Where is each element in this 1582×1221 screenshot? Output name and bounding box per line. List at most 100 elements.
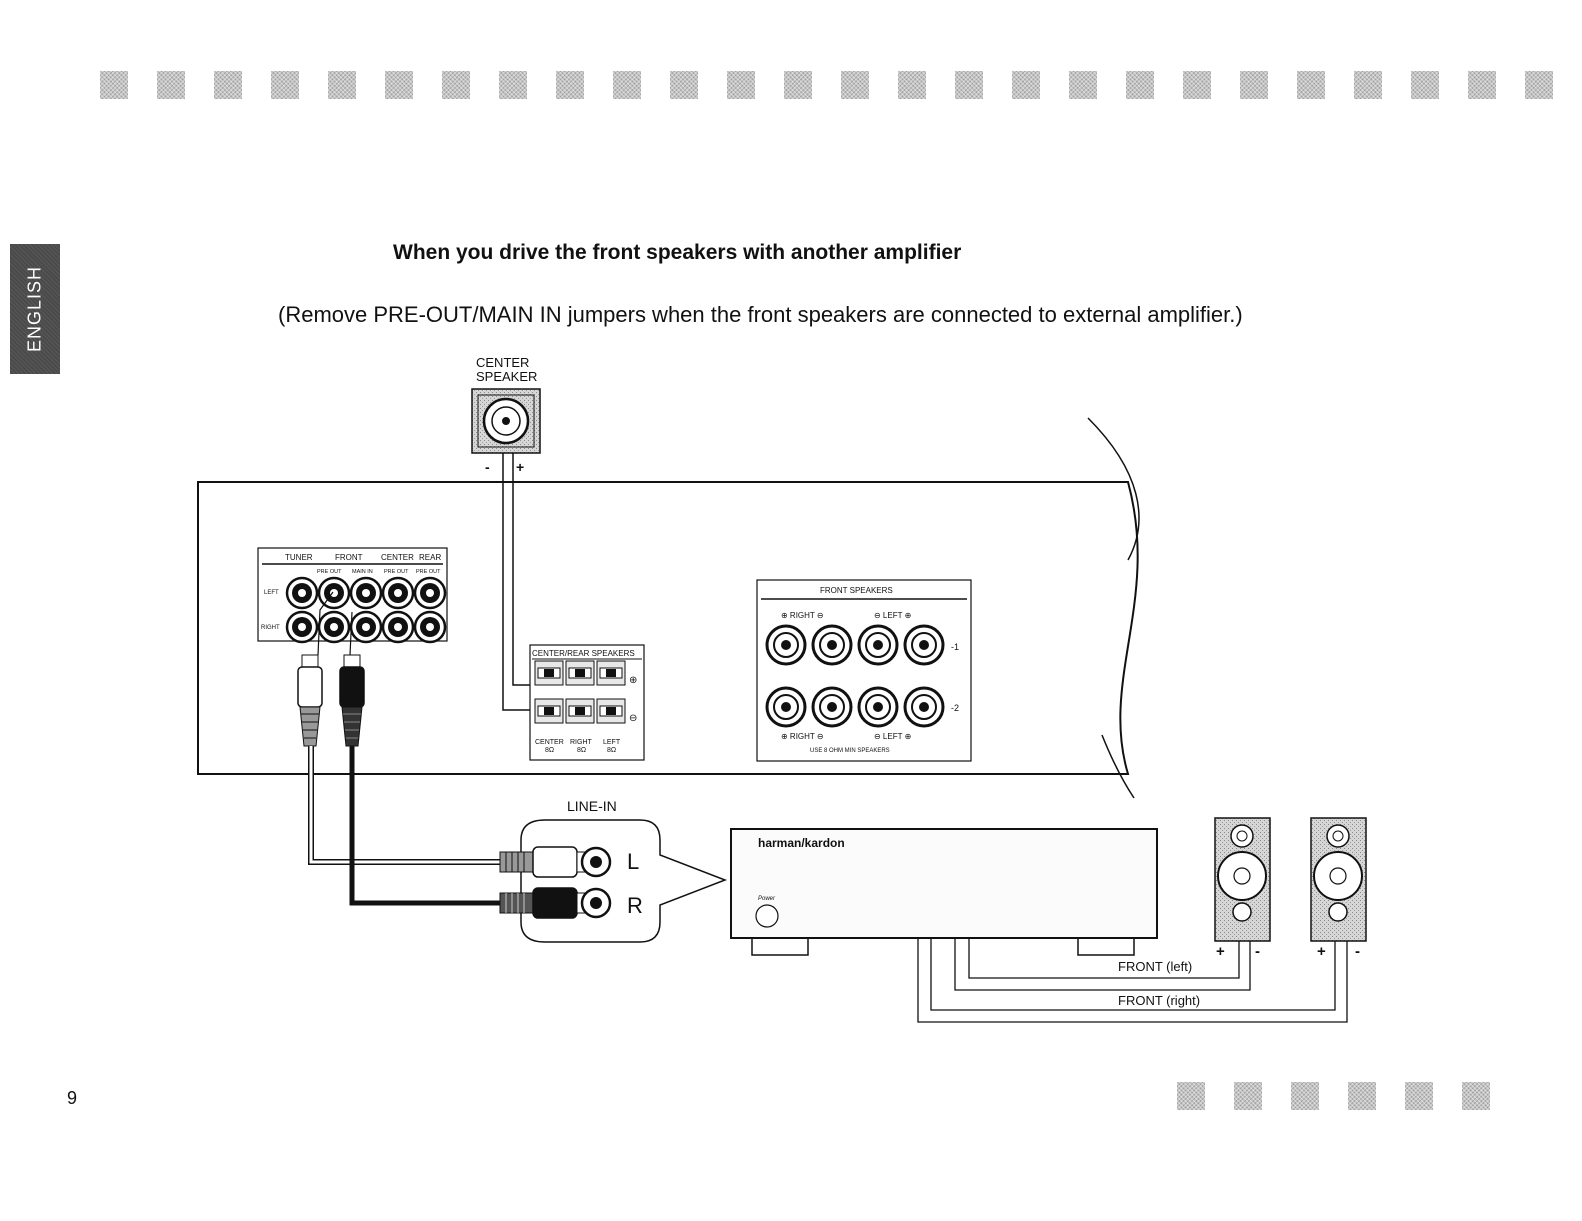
spring-terminal (565, 660, 595, 686)
center-rear-ohm-right: 8Ω (577, 747, 586, 754)
front-speakers-panel: FRONT SPEAKERS ⊕ RIGHT ⊖ ⊖ LEFT ⊕ -1 -2 … (756, 579, 972, 762)
decorative-square (1405, 1082, 1433, 1110)
decorative-square (100, 71, 128, 99)
decorative-square (328, 71, 356, 99)
spring-terminal (534, 698, 564, 724)
center-rear-speakers-panel: CENTER/REAR SPEAKERS ⊕ ⊖ CENTER RIGHT LE… (529, 644, 645, 761)
decorative-square (1291, 1082, 1319, 1110)
rca-cable-black (349, 746, 500, 906)
binding-post (765, 624, 807, 666)
decorative-square (1012, 71, 1040, 99)
rca-jack (285, 576, 319, 610)
decorative-square (499, 71, 527, 99)
rca-jack (349, 610, 383, 644)
page-subtitle: (Remove PRE-OUT/MAIN IN jumpers when the… (278, 302, 1243, 327)
preout-row-right: RIGHT (261, 625, 280, 631)
center-rear-plus: ⊕ (629, 675, 637, 686)
preout-sub-preout-rear: PRE OUT (416, 569, 441, 575)
decorative-square (1468, 71, 1496, 99)
decorative-square (442, 71, 470, 99)
binding-post (811, 624, 853, 666)
decorative-square (1411, 71, 1439, 99)
amplifier-power-label: Power (758, 896, 776, 902)
preout-row-left: LEFT (264, 590, 279, 596)
spring-terminal (596, 660, 626, 686)
decorative-square (1354, 71, 1382, 99)
center-rear-col-center: CENTER (535, 739, 564, 746)
decorative-square (1126, 71, 1154, 99)
front-speakers-row1: -1 (951, 642, 959, 652)
spring-terminal (534, 660, 564, 686)
decorative-square (670, 71, 698, 99)
line-in-plug-left (499, 846, 586, 878)
center-speaker-minus: - (485, 459, 490, 475)
spring-terminal (565, 698, 595, 724)
front-speakers-title: FRONT SPEAKERS (820, 586, 893, 595)
rca-jack (381, 610, 415, 644)
line-in-left-label: L (627, 849, 639, 874)
center-rear-col-right: RIGHT (570, 739, 593, 746)
preout-sub-preout-center: PRE OUT (384, 569, 409, 575)
decorative-square (556, 71, 584, 99)
decorative-square (841, 71, 869, 99)
decorative-square (955, 71, 983, 99)
front-speakers-bottom-right: ⊕ RIGHT ⊖ (781, 732, 824, 741)
decorative-square (727, 71, 755, 99)
decorative-square (1069, 71, 1097, 99)
front-right-speaker-plus: + (1317, 943, 1326, 960)
spring-terminal (596, 698, 626, 724)
decorative-square (157, 71, 185, 99)
front-speakers-bottom-left: ⊖ LEFT ⊕ (874, 732, 911, 741)
binding-post (857, 624, 899, 666)
rca-jack (381, 576, 415, 610)
rca-jack (413, 610, 447, 644)
center-rear-ohm-center: 8Ω (545, 747, 554, 754)
center-rear-ohm-left: 8Ω (607, 747, 616, 754)
amplifier-power-button (755, 904, 779, 928)
center-rear-minus: ⊖ (629, 713, 637, 724)
speaker-terminal-blocks (534, 660, 626, 724)
top-decorative-squares (100, 71, 1553, 99)
rca-plug-black (339, 654, 365, 747)
front-speakers-footer: USE 8 OHM MIN SPEAKERS (810, 748, 890, 754)
preout-header-front: FRONT (335, 553, 363, 562)
decorative-square (1240, 71, 1268, 99)
decorative-square (1183, 71, 1211, 99)
binding-post (857, 686, 899, 728)
front-speakers-top-right: ⊕ RIGHT ⊖ (781, 611, 824, 620)
line-in-callout: LINE-IN L R (499, 798, 728, 943)
decorative-square (1234, 1082, 1262, 1110)
decorative-square (385, 71, 413, 99)
binding-post (903, 686, 945, 728)
decorative-square (271, 71, 299, 99)
decorative-square (1348, 1082, 1376, 1110)
preout-header-tuner: TUNER (285, 553, 313, 562)
front-left-wire-label: FRONT (left) (1118, 959, 1192, 974)
binding-post (765, 686, 807, 728)
decorative-square (1525, 71, 1553, 99)
preout-sub-preout-front: PRE OUT (317, 569, 342, 575)
rca-jack (413, 576, 447, 610)
front-left-speaker-minus: - (1255, 943, 1260, 960)
external-amplifier: harman/kardon Power (730, 828, 1158, 956)
front-left-speaker-plus: + (1216, 943, 1225, 960)
rca-jack (317, 610, 351, 644)
center-speaker-plus: + (516, 459, 524, 475)
page-title: When you drive the front speakers with a… (393, 241, 962, 264)
rca-jack (317, 576, 351, 610)
front-speaker-wires (917, 938, 1348, 1023)
decorative-square (214, 71, 242, 99)
decorative-square (898, 71, 926, 99)
decorative-square (1177, 1082, 1205, 1110)
decorative-square (784, 71, 812, 99)
decorative-square (613, 71, 641, 99)
bottom-decorative-squares (1177, 1082, 1490, 1110)
front-left-speaker: + - (1214, 817, 1271, 960)
front-binding-posts (765, 624, 945, 728)
binding-post (811, 686, 853, 728)
center-speaker-label-line1: CENTER (476, 355, 529, 370)
center-speaker-label-line2: SPEAKER (476, 369, 537, 384)
front-right-speaker: + - (1310, 817, 1367, 960)
preout-header-center: CENTER (381, 553, 414, 562)
